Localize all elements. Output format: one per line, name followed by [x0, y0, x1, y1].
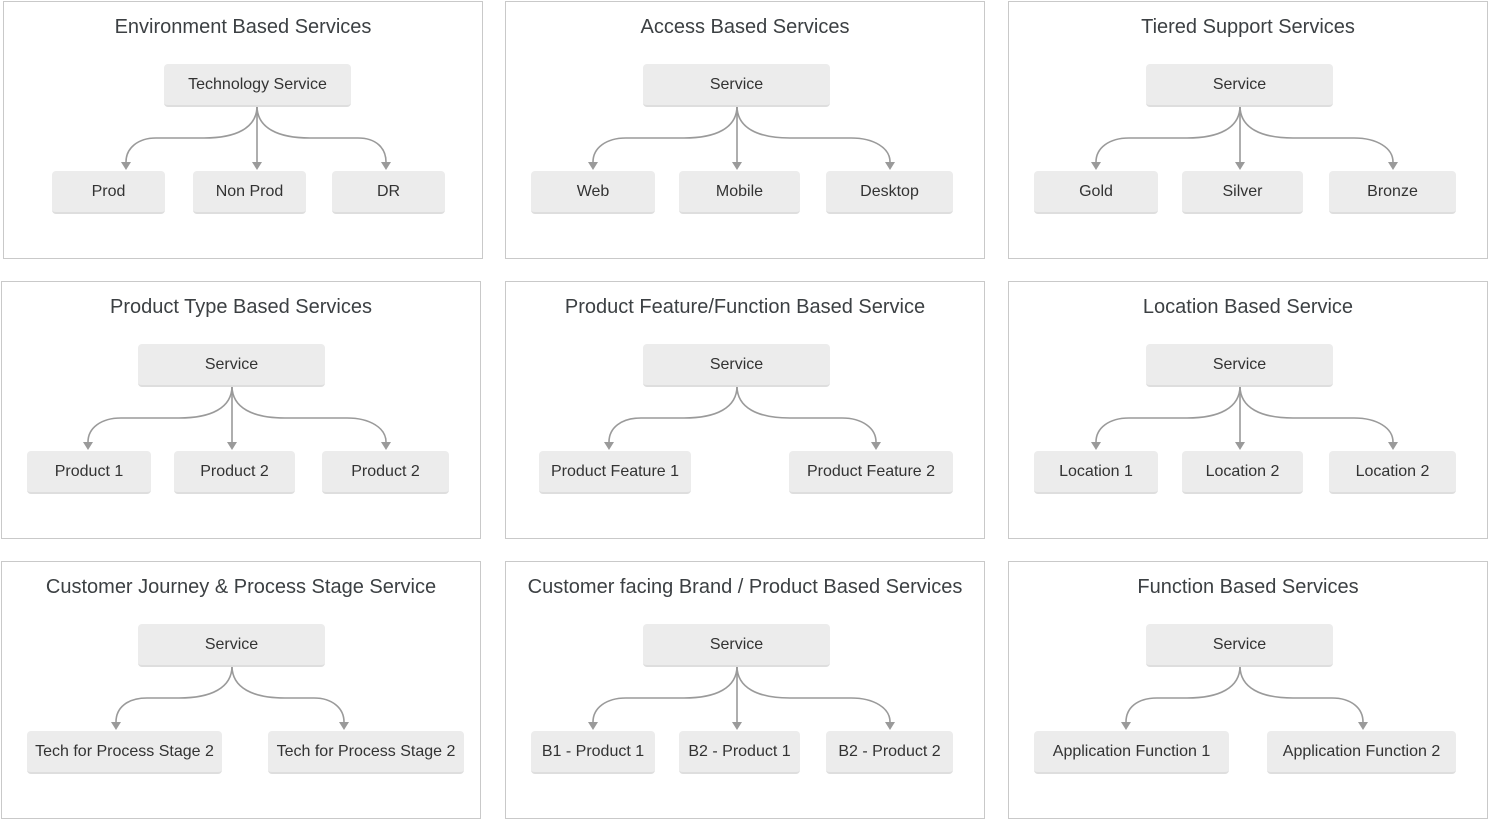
root-node: Service — [643, 624, 830, 667]
child-node: B1 - Product 1 — [531, 731, 655, 774]
connector-tree — [1121, 665, 1368, 730]
child-node: Location 1 — [1034, 451, 1158, 494]
child-node: Product 2 — [174, 451, 295, 494]
panel-environment-based-services: Environment Based Services Technology Se… — [3, 1, 483, 259]
panel-product-feature-function-based-service: Product Feature/Function Based Service S… — [505, 281, 985, 539]
child-node: Gold — [1034, 171, 1158, 214]
connector-tree — [121, 105, 391, 170]
panel-title: Function Based Services — [1137, 576, 1359, 598]
connector-tree — [111, 665, 349, 730]
child-node: Application Function 1 — [1034, 731, 1229, 774]
panel-title: Access Based Services — [640, 16, 850, 38]
panel-product-type-based-services: Product Type Based Services Service Prod… — [1, 281, 481, 539]
root-node: Service — [1146, 624, 1333, 667]
panel-title: Customer Journey & Process Stage Service — [45, 576, 437, 598]
child-node: DR — [332, 171, 445, 214]
panel-title: Tiered Support Services — [1141, 16, 1355, 38]
child-node: Web — [531, 171, 655, 214]
connector-tree — [588, 105, 895, 170]
child-node: Product Feature 2 — [789, 451, 953, 494]
panel-title: Customer facing Brand / Product Based Se… — [527, 576, 963, 598]
connector-tree — [1091, 105, 1398, 170]
child-node: Location 2 — [1182, 451, 1303, 494]
connector-tree — [588, 665, 895, 730]
child-node: Tech for Process Stage 2 — [27, 731, 222, 774]
child-node: Product 2 — [322, 451, 449, 494]
panel-title: Product Feature/Function Based Service — [564, 296, 926, 318]
child-node: Desktop — [826, 171, 953, 214]
connector-tree — [1091, 385, 1398, 450]
child-node: Application Function 2 — [1267, 731, 1456, 774]
connector-tree — [604, 385, 881, 450]
panel-customer-facing-brand-product-based-services: Customer facing Brand / Product Based Se… — [505, 561, 985, 819]
panel-location-based-service: Location Based Service Service Location … — [1008, 281, 1488, 539]
child-node: Product Feature 1 — [539, 451, 691, 494]
root-node: Service — [1146, 64, 1333, 107]
root-node: Service — [643, 64, 830, 107]
child-node: Silver — [1182, 171, 1303, 214]
panel-function-based-services: Function Based Services Service Applicat… — [1008, 561, 1488, 819]
root-node: Service — [138, 344, 325, 387]
root-node: Service — [138, 624, 325, 667]
child-node: Location 2 — [1329, 451, 1456, 494]
child-node: Tech for Process Stage 2 — [268, 731, 464, 774]
panel-customer-journey-process-stage-service: Customer Journey & Process Stage Service… — [1, 561, 481, 819]
child-node: B2 - Product 1 — [679, 731, 800, 774]
child-node: Mobile — [679, 171, 800, 214]
panel-title: Product Type Based Services — [110, 296, 372, 318]
child-node: Product 1 — [27, 451, 151, 494]
panel-title: Location Based Service — [1142, 296, 1354, 318]
child-node: Non Prod — [193, 171, 306, 214]
root-node: Service — [643, 344, 830, 387]
child-node: Bronze — [1329, 171, 1456, 214]
panel-access-based-services: Access Based Services Service Web Mobile… — [505, 1, 985, 259]
root-node: Service — [1146, 344, 1333, 387]
connector-tree — [83, 385, 391, 450]
child-node: Prod — [52, 171, 165, 214]
panel-tiered-support-services: Tiered Support Services Service Gold Sil… — [1008, 1, 1488, 259]
panel-title: Environment Based Services — [114, 16, 372, 38]
child-node: B2 - Product 2 — [826, 731, 953, 774]
root-node: Technology Service — [164, 64, 351, 107]
